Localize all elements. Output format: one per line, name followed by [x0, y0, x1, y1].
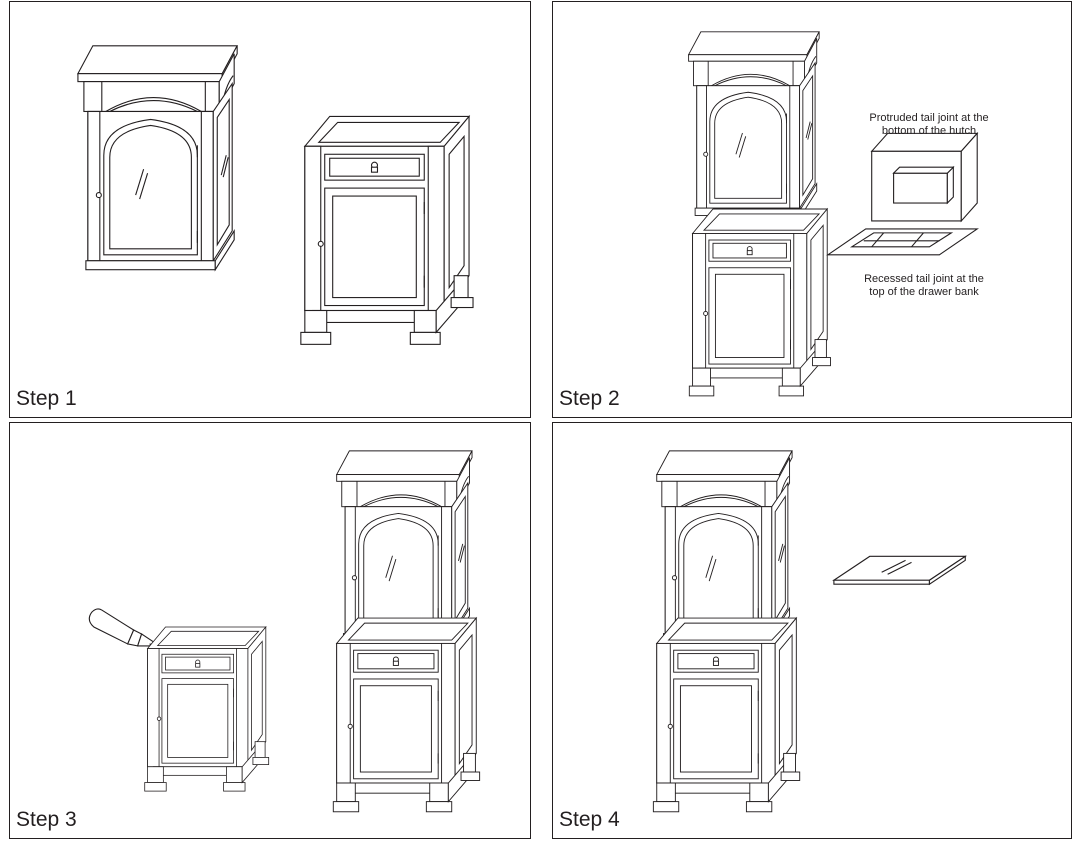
step-4-panel: Step 4 — [552, 422, 1072, 839]
drawer-bank-cabinet — [332, 617, 481, 813]
callout-line: Protruded tail joint at the — [869, 112, 989, 124]
hutch-cabinet — [77, 45, 238, 271]
step-label: Step 4 — [559, 808, 620, 831]
step-2-panel: Protruded tail joint at the bottom of th… — [552, 1, 1072, 418]
step-1-panel: Step 1 — [9, 1, 531, 418]
drawer-bank-cabinet — [300, 115, 474, 345]
step-1-illustration — [77, 45, 474, 345]
protruded-joint-detail — [870, 131, 979, 223]
hutch-cabinet — [336, 450, 473, 642]
step-4-illustration — [652, 450, 968, 813]
step-3-panel: Step 3 — [9, 422, 531, 839]
hutch-cabinet — [688, 31, 820, 216]
callout-line: top of the drawer bank — [869, 286, 979, 298]
step-3-illustration — [88, 450, 481, 813]
drawer-bank-cabinet — [144, 626, 270, 792]
step-label: Step 2 — [559, 387, 620, 410]
step-label: Step 3 — [16, 808, 77, 831]
step-label: Step 1 — [16, 387, 77, 410]
drawer-bank-cabinet — [652, 617, 801, 813]
protruded-joint-callout: Protruded tail joint at the bottom of th… — [839, 112, 1019, 138]
recessed-joint-callout: Recessed tail joint at the top of the dr… — [829, 273, 1019, 299]
glue-bottle-icon — [88, 608, 156, 647]
hutch-cabinet — [656, 450, 793, 642]
step-2-illustration — [688, 31, 979, 397]
drawer-bank-cabinet — [688, 208, 831, 397]
glass-shelf — [832, 555, 968, 586]
callout-line: Recessed tail joint at the — [864, 273, 984, 285]
recessed-joint-detail — [826, 228, 979, 256]
callout-line: bottom of the hutch — [881, 125, 977, 137]
